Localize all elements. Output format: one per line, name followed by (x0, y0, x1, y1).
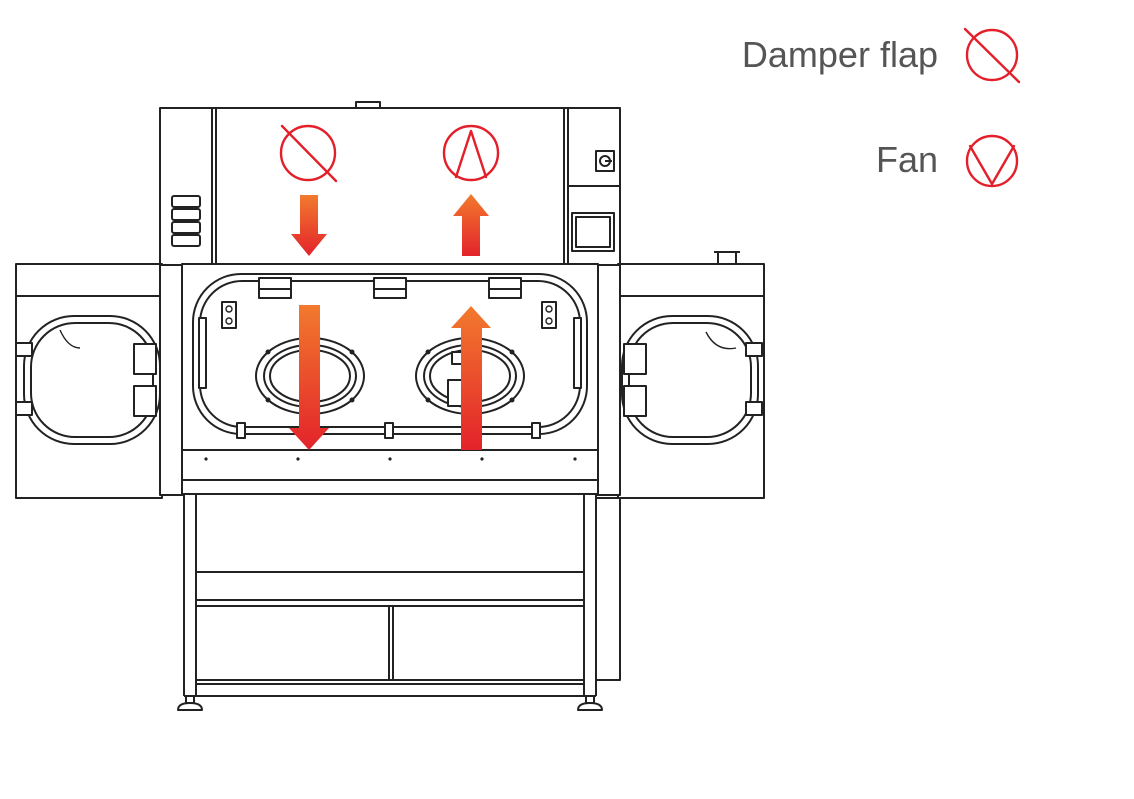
airflow-arrow-down-chamber (289, 305, 329, 450)
isolator-machine (15, 101, 765, 711)
left-pass-box (15, 263, 185, 499)
fan-icon (965, 134, 1019, 188)
airflow-arrow-up-chamber (451, 306, 491, 450)
control-display (571, 212, 615, 252)
left-filter-grille (171, 195, 201, 247)
damper-flap-icon (963, 27, 1021, 84)
top-module (159, 101, 621, 266)
legend-fan-label: Fan (876, 139, 938, 180)
airflow-arrow-up-upper (453, 194, 489, 256)
airflow-arrow-down-upper (291, 195, 327, 256)
main-chamber (181, 263, 599, 495)
control-switch-icon (595, 150, 615, 172)
damper-flap-symbol (279, 124, 338, 183)
fan-symbol (442, 124, 500, 182)
right-pass-box (595, 251, 765, 499)
stand (177, 494, 621, 711)
legend: Damper flap Fan (742, 27, 1021, 188)
legend-damper-label: Damper flap (742, 34, 938, 75)
